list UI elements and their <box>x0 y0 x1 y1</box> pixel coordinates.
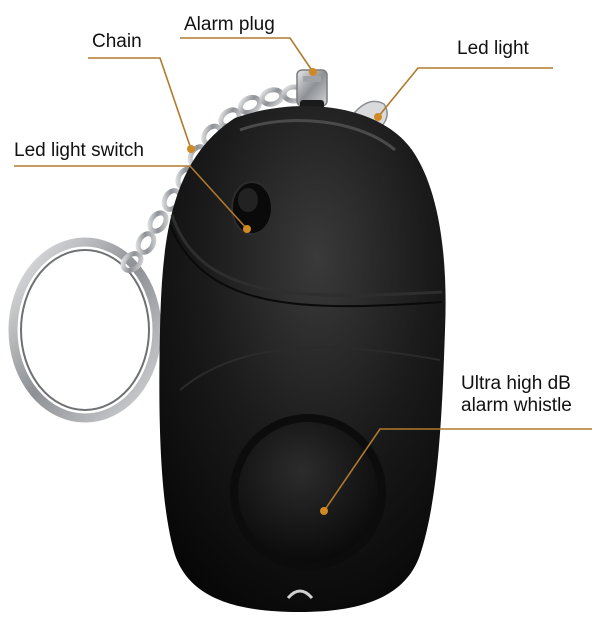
callout-dot-whistle <box>320 507 328 515</box>
alarm-whistle <box>230 414 386 570</box>
callout-line-led-light <box>377 67 553 118</box>
label-whistle-line1: Ultra high dB <box>461 373 571 394</box>
callout-line-alarm-plug <box>180 37 314 73</box>
led-switch-button <box>231 181 273 235</box>
callout-lines <box>14 37 592 512</box>
callout-dot-led-switch <box>243 225 251 233</box>
label-chain: Chain <box>92 31 142 52</box>
key-ring <box>8 237 162 423</box>
label-led-light: Led light <box>457 38 529 59</box>
label-whistle-line2: alarm whistle <box>461 395 572 416</box>
callout-dot-alarm-plug <box>309 68 317 76</box>
callout-line-chain <box>88 57 192 150</box>
callout-line-whistle <box>323 428 592 512</box>
label-whistle: Ultra high dB alarm whistle <box>461 373 572 417</box>
callout-dot-led-light <box>374 113 382 121</box>
callout-line-led-switch <box>14 165 248 230</box>
label-led-light-switch: Led light switch <box>14 140 144 161</box>
callout-dot-chain <box>187 145 195 153</box>
label-alarm-plug: Alarm plug <box>184 14 275 35</box>
callout-dots <box>187 68 382 515</box>
